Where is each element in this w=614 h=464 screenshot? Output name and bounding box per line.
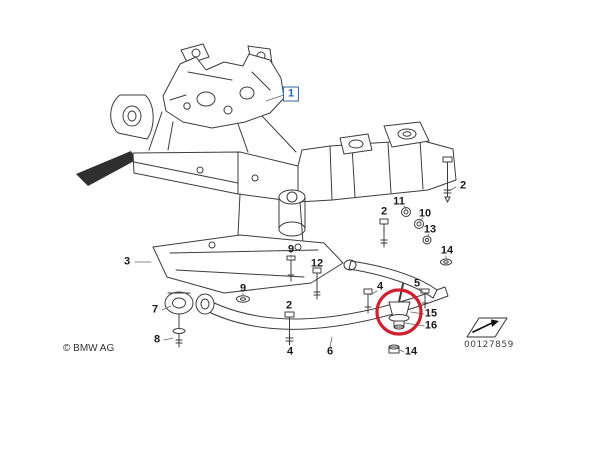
control-arm-drawing <box>195 286 449 330</box>
callout-14[interactable]: 14 <box>440 244 454 257</box>
highlight-ring <box>375 288 423 336</box>
callout-6[interactable]: 6 <box>326 345 334 358</box>
callout-9[interactable]: 9 <box>287 243 295 256</box>
callout-8[interactable]: 8 <box>153 333 161 346</box>
callout-7[interactable]: 7 <box>151 303 159 316</box>
callout-4[interactable]: 4 <box>286 345 294 358</box>
callout-11[interactable]: 11 <box>393 195 405 208</box>
callout-14[interactable]: 14 <box>404 345 418 358</box>
fasteners-drawing <box>236 156 453 354</box>
top-bracket-drawing <box>110 43 297 153</box>
callout-2[interactable]: 2 <box>459 179 467 192</box>
callout-3[interactable]: 3 <box>123 255 131 268</box>
callout-2[interactable]: 2 <box>380 205 388 218</box>
image-number: 00127859 <box>464 340 514 350</box>
direction-arrow-icon <box>466 317 508 338</box>
reinforcement-plate-drawing <box>152 234 344 294</box>
callout-1-selected[interactable]: 1 <box>282 86 300 102</box>
callout-2[interactable]: 2 <box>285 299 293 312</box>
crossmember-drawing <box>76 121 457 244</box>
copyright-text: © BMW AG <box>63 343 115 354</box>
bushing-mount-drawing <box>164 291 194 348</box>
ball-joint-drawing <box>388 283 411 330</box>
callout-16[interactable]: 16 <box>424 319 438 332</box>
callout-15[interactable]: 15 <box>424 307 438 320</box>
callout-12[interactable]: 12 <box>310 257 324 270</box>
callout-9[interactable]: 9 <box>239 282 247 295</box>
callout-4[interactable]: 4 <box>376 280 384 293</box>
tension-strut-drawing <box>343 259 438 299</box>
callout-5[interactable]: 5 <box>413 277 421 290</box>
leader-lines <box>134 94 457 353</box>
callout-13[interactable]: 13 <box>423 223 437 236</box>
callout-10[interactable]: 10 <box>418 207 432 220</box>
